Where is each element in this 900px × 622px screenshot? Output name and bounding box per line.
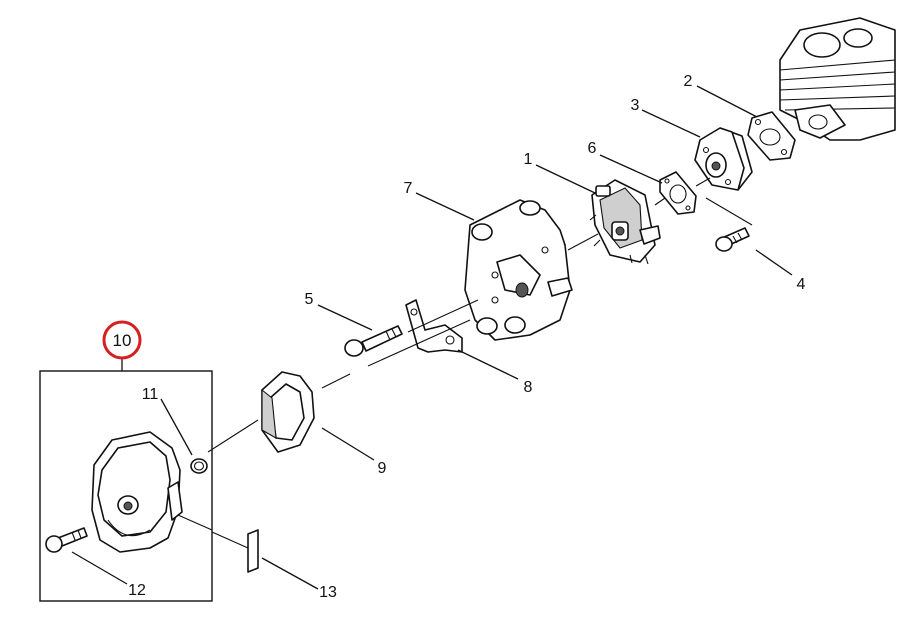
air-cleaner-case-part-7[interactable] <box>464 199 573 341</box>
o-ring-part-11[interactable] <box>190 458 208 474</box>
engine-cylinder <box>779 17 896 141</box>
callout-10: 10 <box>113 331 132 350</box>
label-part-13[interactable] <box>247 529 259 573</box>
bolt-part-5[interactable] <box>344 325 403 357</box>
bracket-part-8[interactable] <box>405 299 463 353</box>
callout-13: 13 <box>319 584 337 601</box>
callout-5: 5 <box>305 291 314 308</box>
callout-7: 7 <box>404 180 413 197</box>
insulator-part-3[interactable] <box>694 127 753 191</box>
callout-6: 6 <box>588 140 597 157</box>
callout-9: 9 <box>378 460 387 477</box>
highlight-circle <box>102 320 142 360</box>
leader-lines <box>71 85 793 590</box>
callout-2: 2 <box>684 73 693 90</box>
assembly-center-lines <box>177 177 753 549</box>
carburetor-part-1[interactable] <box>589 179 661 265</box>
gasket-part-2[interactable] <box>747 111 796 161</box>
callout-8: 8 <box>524 379 533 396</box>
bolt-part-12[interactable] <box>45 527 88 553</box>
filter-gasket-part-9[interactable] <box>261 371 315 453</box>
air-cleaner-cover[interactable] <box>91 431 183 553</box>
bolt-part-4[interactable] <box>715 227 750 252</box>
callout-12: 12 <box>128 582 146 599</box>
callout-1: 1 <box>524 151 533 168</box>
gasket-part-6[interactable] <box>659 171 697 215</box>
assembly-group-box <box>39 370 213 602</box>
callout-4: 4 <box>797 276 806 293</box>
callout-11: 11 <box>142 386 159 403</box>
callout-3: 3 <box>631 97 640 114</box>
